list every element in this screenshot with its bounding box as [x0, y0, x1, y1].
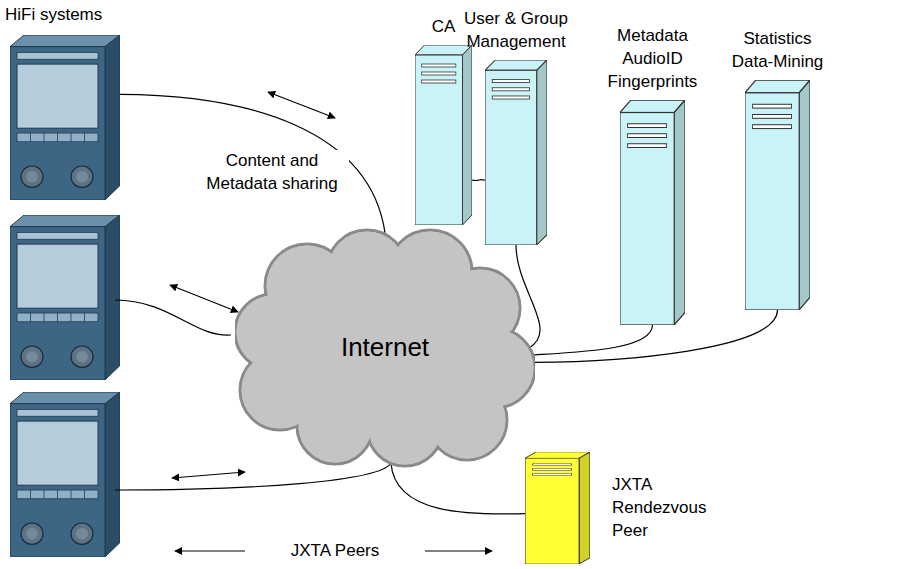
server: Metadata AudioID Fingerprints — [620, 100, 685, 325]
server-shape — [415, 45, 472, 225]
node-label: Statistics Data-Mining — [723, 28, 833, 74]
hifi-device — [10, 392, 120, 557]
server: User & Group Management — [485, 60, 547, 245]
node-label: CA — [432, 16, 456, 39]
server-shape — [620, 100, 685, 325]
node-label: HiFi systems — [5, 4, 102, 27]
network-wire — [115, 300, 231, 335]
hifi-device: HiFi systems — [10, 35, 120, 200]
network-wire — [529, 325, 653, 355]
server-shape — [745, 80, 810, 310]
network-wire — [115, 463, 391, 490]
double-arrow — [170, 285, 238, 312]
arrow — [175, 550, 245, 551]
network-wire — [391, 463, 525, 514]
annotation-label: Content and Metadata sharing — [195, 150, 349, 196]
double-arrow — [172, 472, 245, 478]
node-label: User & Group Management — [454, 8, 579, 54]
server: Statistics Data-Mining — [745, 80, 810, 310]
arrow — [425, 550, 492, 551]
annotation-label: JXTA Peers — [289, 540, 382, 563]
network-wire — [120, 94, 385, 232]
hifi-device — [10, 215, 120, 380]
internet-cloud: Internet — [235, 228, 535, 468]
server: CA — [415, 45, 472, 225]
double-arrow — [268, 92, 335, 118]
server-shape — [485, 60, 547, 245]
node-label: Metadata AudioID Fingerprints — [603, 25, 703, 94]
rendezvous-server: JXTA Rendezvous Peer — [525, 452, 590, 564]
hifi-device-shape — [10, 35, 120, 200]
cloud-label: Internet — [341, 330, 429, 365]
rendezvous-server-shape — [525, 452, 590, 564]
network-wire — [472, 180, 485, 181]
node-label: JXTA Rendezvous Peer — [612, 474, 712, 543]
